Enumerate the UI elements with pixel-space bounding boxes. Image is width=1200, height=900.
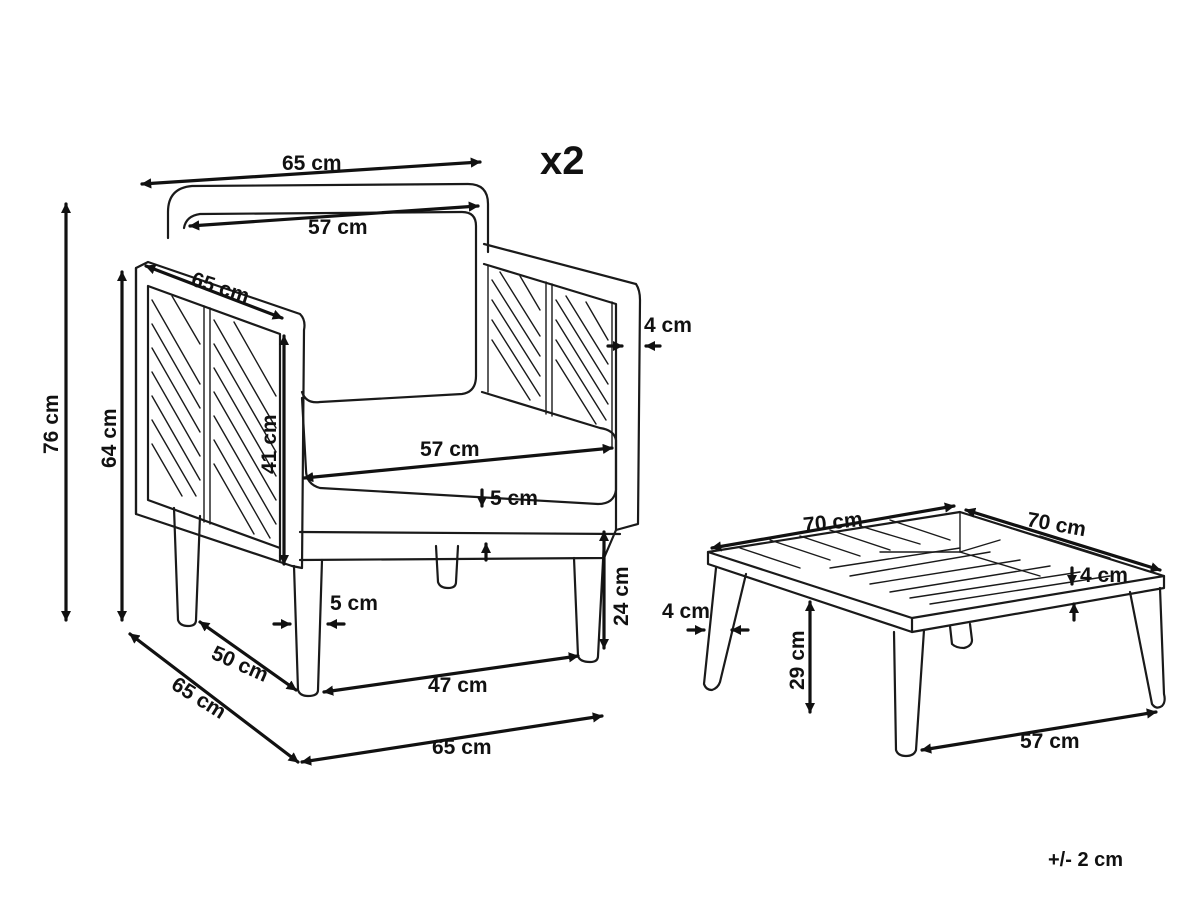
table-dimension-lines (686, 502, 1162, 754)
armchair-drawing (134, 182, 642, 698)
chair-total-height-label: 76 cm (40, 394, 63, 454)
chair-back-cushion (182, 210, 478, 404)
right-arm-herringbone (491, 271, 609, 425)
table-leg-right (1128, 586, 1166, 709)
left-arm-herringbone (151, 295, 277, 539)
tolerance-note: +/- 2 cm (1048, 849, 1123, 871)
table-leg-front (892, 628, 926, 758)
table-leg-span-label: 57 cm (1020, 730, 1080, 753)
chair-leg-back-right (434, 544, 460, 590)
chair-base-width-label: 65 cm (432, 736, 492, 759)
chair-seat-width-label: 57 cm (420, 438, 480, 461)
table-leg-thickness-label: 4 cm (662, 600, 710, 623)
chair-leg-thickness-label: 5 cm (330, 592, 378, 615)
chair-base-depth-label: 65 cm (167, 673, 230, 724)
chair-left-arm (134, 260, 306, 570)
chair-leg-front-right (572, 540, 606, 664)
table-leg-height-label: 29 cm (786, 630, 809, 690)
chair-right-arm (482, 242, 642, 532)
chair-outer-width-label: 65 cm (282, 152, 342, 175)
table-width-label: 70 cm (802, 508, 864, 537)
chair-armrest-depth-label: 65 cm (188, 268, 252, 308)
chair-leg-back-left (172, 506, 202, 628)
chair-backrest-width-label: 57 cm (308, 216, 368, 239)
chair-seat-height-label: 41 cm (258, 414, 281, 474)
chair-front-rail (298, 528, 622, 562)
chair-leg-span-label: 47 cm (428, 674, 488, 697)
chair-leg-front-left (292, 558, 324, 698)
chair-leg-height-label: 24 cm (610, 566, 633, 626)
table-leg-back (948, 622, 974, 650)
quantity-label: x2 (540, 139, 585, 183)
chair-cushion-clearance-label: 5 cm (490, 487, 538, 510)
chair-dimension-lines (60, 157, 662, 766)
chair-arm-height-label: 64 cm (98, 408, 121, 468)
table-top-thickness-label: 4 cm (1080, 564, 1128, 587)
table-leg-left (702, 566, 748, 692)
chair-arm-thickness-label: 4 cm (644, 314, 692, 337)
